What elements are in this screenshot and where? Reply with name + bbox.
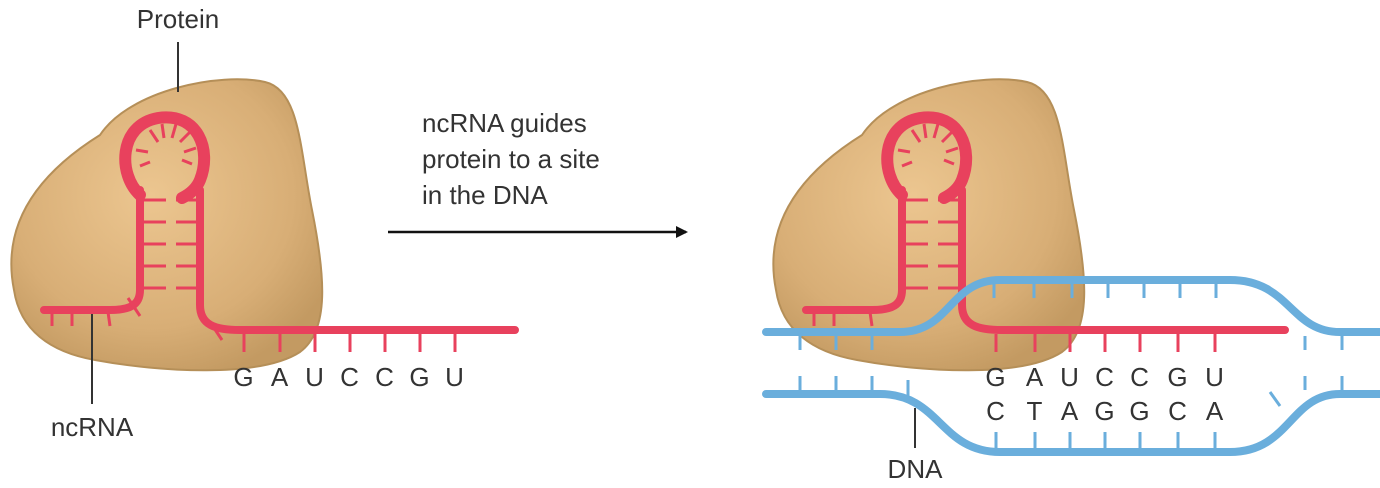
ncrna-loop-spokes [135, 123, 197, 168]
ncrna-left-tail-ticks [812, 311, 874, 327]
right-panel: DNA G A U C C G U C T A G G C A [762, 78, 1380, 484]
dna-bottom-strand [762, 376, 1380, 456]
ncrna-stem-rungs [144, 198, 196, 290]
rna-base: U [1205, 362, 1225, 392]
protein-blob-right [772, 78, 1086, 372]
rna-base: A [271, 362, 289, 392]
dna-base: A [1206, 396, 1224, 426]
rna-base: G [985, 362, 1006, 392]
dna-top-ticks [798, 282, 1344, 350]
rna-base: U [1060, 362, 1080, 392]
ncrna-loop [881, 111, 973, 204]
ncrna-loop-spokes [897, 123, 959, 168]
caption-line-3: in the DNA [422, 180, 548, 210]
rna-sequence-right: G A U C C G U [985, 362, 1225, 392]
rna-base: G [409, 362, 430, 392]
dna-base: T [1027, 396, 1044, 426]
caption-line-2: protein to a site [422, 144, 600, 174]
ncrna-stem-right-strand [958, 186, 1289, 334]
ncrna-right-tail-ticks [994, 334, 1217, 352]
ncrna-left-tail-ticks [50, 297, 142, 327]
rna-base: U [445, 362, 465, 392]
rna-base: C [1130, 362, 1150, 392]
rna-base: C [375, 362, 395, 392]
dna-complement-sequence: C T A G G C A [986, 396, 1224, 426]
left-panel: Protein ncRNA G A U C C G U [10, 4, 519, 442]
dna-base: G [1129, 396, 1150, 426]
ncrna-stem-rungs [906, 198, 958, 290]
protein-label: Protein [137, 4, 219, 34]
dna-base: G [1094, 396, 1115, 426]
rna-base: G [1167, 362, 1188, 392]
rna-base: G [233, 362, 254, 392]
dna-base: A [1061, 396, 1079, 426]
ncrna-right-tail-ticks [208, 321, 457, 352]
dna-top-strand [762, 276, 1380, 350]
protein-blob-left [10, 78, 324, 372]
ncrna-stem-left-strand [802, 186, 906, 314]
dna-label: DNA [888, 454, 944, 484]
ncrna-label: ncRNA [51, 412, 134, 442]
rna-base: A [1026, 362, 1044, 392]
caption-line-1: ncRNA guides [422, 108, 587, 138]
dna-base: C [1168, 396, 1188, 426]
ncrna-left [40, 111, 519, 352]
rna-sequence-left: G A U C C G U [233, 362, 465, 392]
dna-base: C [986, 396, 1006, 426]
rna-base: C [1095, 362, 1115, 392]
ncrna-right [802, 111, 1289, 352]
rna-base: U [305, 362, 325, 392]
ncrna-loop [119, 111, 211, 204]
rna-base: C [340, 362, 360, 392]
dna-bottom-ticks [798, 376, 1344, 448]
transition: ncRNA guides protein to a site in the DN… [388, 108, 688, 238]
